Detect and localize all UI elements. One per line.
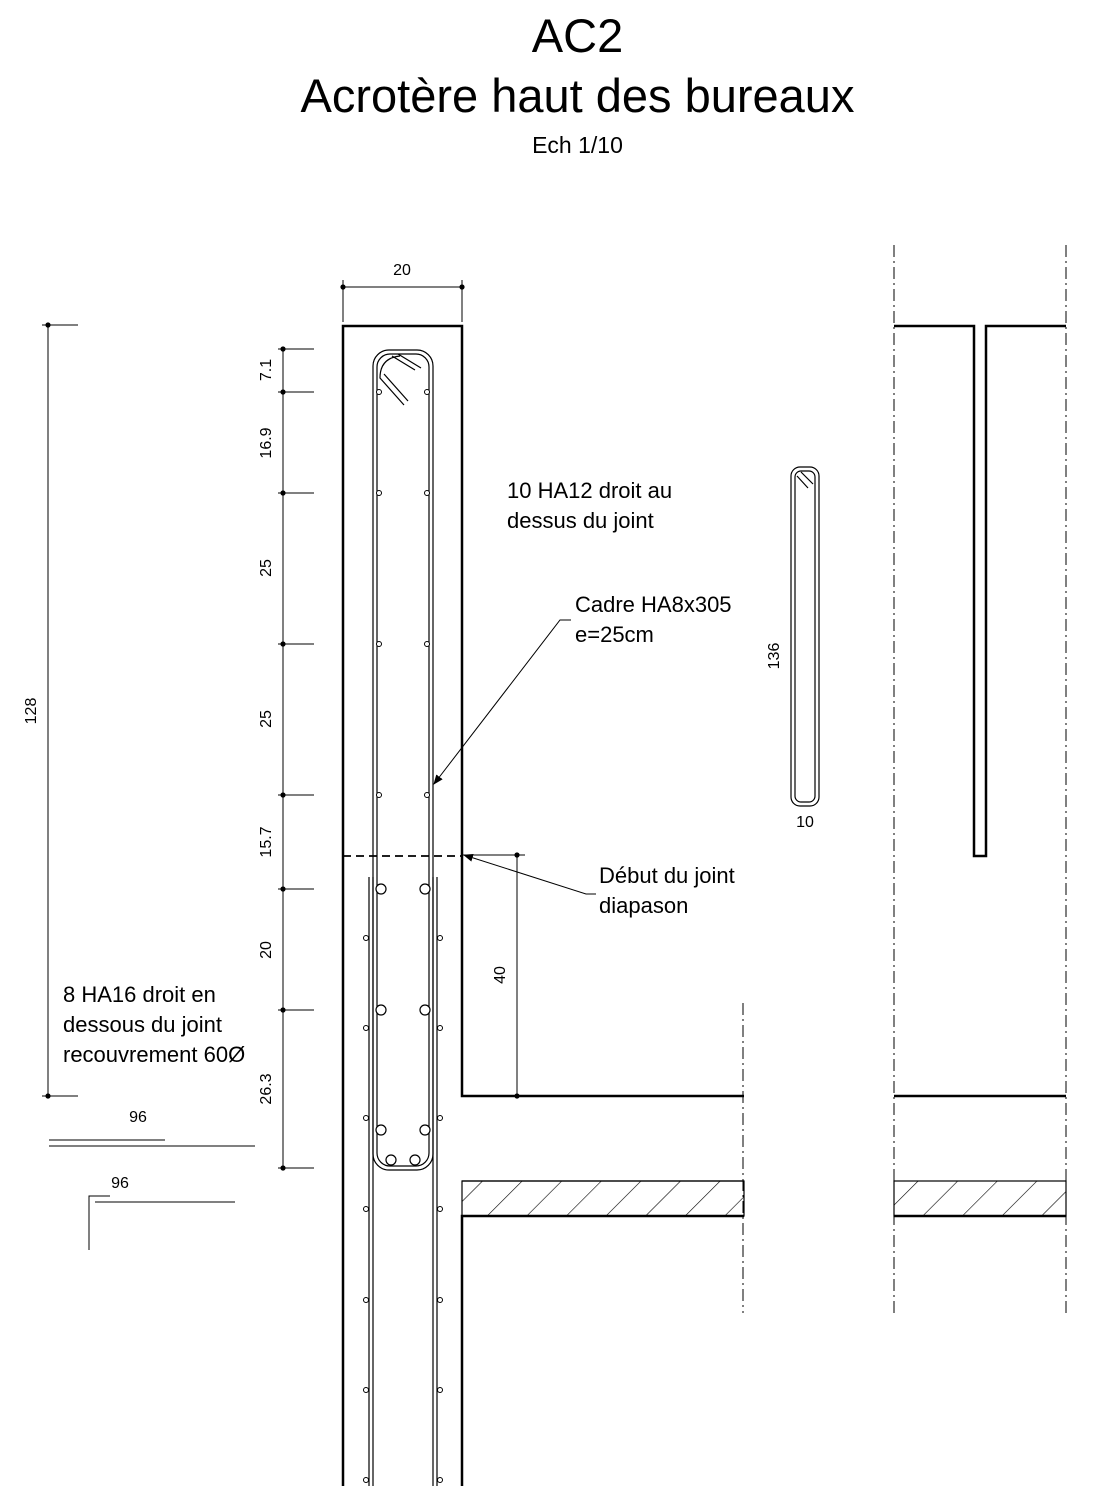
joint-leader — [463, 853, 596, 895]
spacing-label-5: 15.7 — [258, 826, 275, 857]
bar-lower-length-label: 96 — [111, 1175, 129, 1192]
rebar-ha16 — [375, 883, 431, 1166]
slab-hatch-right — [893, 1180, 1067, 1217]
break-lines — [742, 245, 1067, 1313]
bar-shape-upper — [49, 1139, 255, 1147]
joint-depth-label: 40 — [492, 966, 509, 984]
stirrup-width-label: 10 — [796, 814, 814, 831]
stirrup-note-line1: Cadre HA8x305 — [575, 592, 732, 617]
spacing-ticks — [280, 346, 286, 1171]
spacing-label-7: 26.3 — [258, 1073, 275, 1104]
rebar-dots — [363, 389, 443, 1483]
stirrup-length-label: 136 — [766, 643, 783, 670]
bar-shape-lower — [88, 1195, 235, 1250]
upper-bars-note-line1: 10 HA12 droit au — [507, 478, 673, 503]
stirrup-shape-detail — [790, 466, 820, 807]
stirrup-leader — [433, 619, 571, 785]
joint-elevation — [894, 324, 1066, 1218]
lower-bars-note-line2: dessous du joint — [63, 1012, 222, 1037]
spacing-label-6: 20 — [258, 941, 275, 959]
spacing-label-1: 7.1 — [258, 359, 275, 381]
joint-depth-tick-top — [514, 852, 520, 858]
total-height-label: 128 — [23, 698, 40, 725]
upper-bars-note: 10 HA12 droit au dessus du joint — [507, 476, 672, 536]
joint-note: Début du joint diapason — [599, 861, 735, 921]
spacing-label-3: 25 — [258, 559, 275, 577]
wall-width-tick-right — [459, 284, 465, 290]
drawing-scale: Ech 1/10 — [532, 132, 623, 158]
stirrup-note: Cadre HA8x305 e=25cm — [575, 590, 732, 650]
stirrup-note-line2: e=25cm — [575, 622, 654, 647]
joint-depth-tick-bottom — [514, 1093, 520, 1099]
upper-bars-note-line2: dessus du joint — [507, 508, 654, 533]
total-height-tick-bottom — [45, 1093, 51, 1099]
wall-width-tick-left — [340, 284, 346, 290]
bar-upper-length-label: 96 — [129, 1109, 147, 1126]
lower-bars-note-line1: 8 HA16 droit en — [63, 982, 216, 1007]
lower-bars-note-line3: recouvrement 60Ø — [63, 1042, 246, 1067]
drawing-title: Acrotère haut des bureaux — [300, 69, 855, 122]
lower-bars-note: 8 HA16 droit en dessous du joint recouvr… — [63, 980, 245, 1070]
wall-width-dimension — [342, 280, 463, 322]
wall-width-label: 20 — [393, 262, 411, 279]
lower-bars — [368, 877, 438, 1486]
upper-stirrup — [372, 349, 434, 1171]
spacing-dimension-chain — [278, 348, 314, 1169]
drawing-code: AC2 — [531, 9, 624, 62]
slab-hatch-left — [461, 1180, 745, 1217]
spacing-label-2: 16.9 — [258, 427, 275, 458]
joint-note-line1: Début du joint — [599, 863, 735, 888]
spacing-label-4: 25 — [258, 710, 275, 728]
joint-note-line2: diapason — [599, 893, 689, 918]
total-height-tick-top — [45, 322, 51, 328]
